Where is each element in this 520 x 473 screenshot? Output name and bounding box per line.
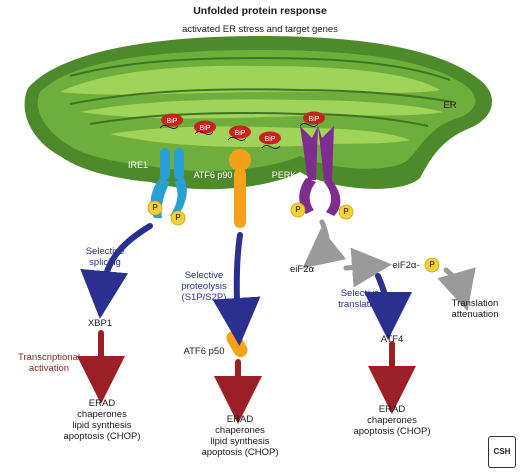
diagram-title: Unfolded protein response <box>193 5 327 17</box>
perk-receptor <box>299 126 341 216</box>
bip-5: BiP <box>303 111 325 125</box>
arrow-translation-attenuation <box>437 267 476 312</box>
diagram-subtitle: activated ER stress and target genes <box>182 24 338 35</box>
perk-label: PERK <box>271 170 297 180</box>
atf6-targets: ERAD chaperones lipid synthesis apoptosi… <box>201 414 279 458</box>
xbp1-label: XBP1 <box>87 318 113 329</box>
atf6-p50-label: ATF6 p50 <box>183 346 225 357</box>
bip-label: BiP <box>265 136 276 143</box>
bip-proteins: BiP BiP BiP BiP BiP <box>159 111 325 149</box>
translation-attenuation-label: Translation attenuation <box>451 298 499 320</box>
arrow-perk-to-eif2a <box>302 219 347 269</box>
transcriptional-activation-label: Transcriptional activation <box>18 352 80 374</box>
arrow-selective-translation <box>363 273 412 340</box>
phospho-markers <box>147 200 440 273</box>
bip-label: BiP <box>167 118 178 125</box>
ire1-label: IRE1 <box>127 160 148 170</box>
eif2a-label: eiF2α <box>290 264 314 275</box>
bip-2: BiP <box>194 120 216 134</box>
eif2a-p-label: eiF2α- <box>392 260 420 271</box>
selective-splicing-label: Selective splicing <box>85 246 125 268</box>
bip-label: BiP <box>200 125 211 132</box>
er-label: ER <box>443 100 457 111</box>
phospho-label: P <box>343 207 349 216</box>
atf4-label: ATF4 <box>380 334 404 345</box>
bip-label: BiP <box>235 130 246 137</box>
selective-proteolysis-label: Selective proteolysis (S1P/S2P) <box>181 270 227 303</box>
phospho-label: P <box>152 203 158 212</box>
arrow-atf6-proteolysis <box>212 232 261 346</box>
csh-logo: CSH <box>488 436 516 468</box>
atf4-targets: ERAD chaperones apoptosis (CHOP) <box>353 404 431 437</box>
arrow-eif2a-phospho <box>343 247 392 288</box>
phospho-label: P <box>295 205 301 214</box>
atf6-label: ATF6 p90 <box>193 170 233 180</box>
arrow-ire1-to-xbp1 <box>80 223 153 319</box>
selective-translation-label: Selective translation <box>338 288 382 310</box>
xbp1-targets: ERAD chaperones lipid synthesis apoptosi… <box>63 398 141 442</box>
bip-1: BiP <box>161 113 183 127</box>
phospho-label: P <box>429 260 435 269</box>
atf6-receptor <box>229 149 251 228</box>
phospho-label: P <box>175 213 181 222</box>
pathway-arrows <box>77 219 476 424</box>
bip-label: BiP <box>309 116 320 123</box>
bip-3: BiP <box>229 125 251 139</box>
bip-4: BiP <box>259 131 281 145</box>
er-membrane <box>24 36 493 190</box>
